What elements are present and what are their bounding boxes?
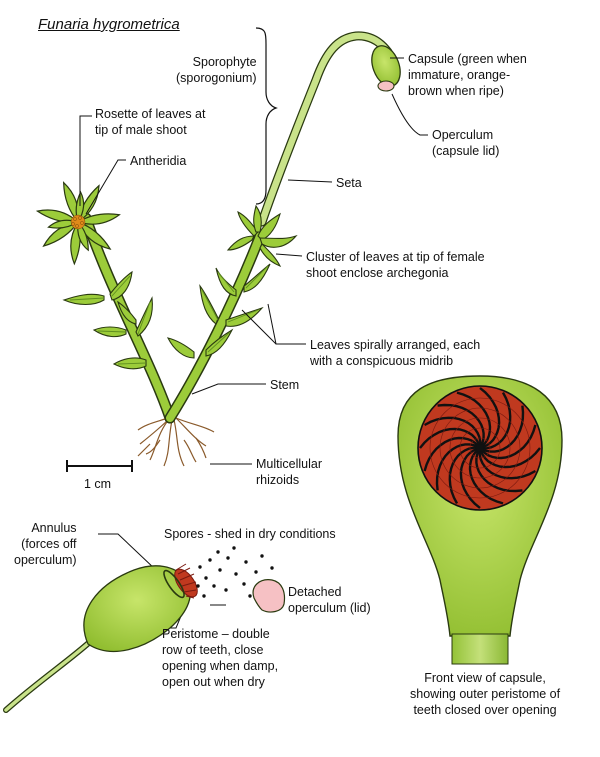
peristome-tooth	[482, 405, 525, 453]
peristome-tooth	[459, 447, 481, 509]
label-front-view: Front view of capsule, showing outer per…	[410, 671, 561, 717]
capsule-side-view	[3, 563, 198, 713]
operculum	[377, 80, 395, 92]
peristome-tooth	[456, 391, 492, 447]
label-annulus: Annulus (forces off operculum)	[14, 521, 77, 567]
peristome-tooth	[435, 443, 478, 491]
label-leaves: Leaves spirally arranged, each with a co…	[310, 338, 481, 368]
male-rosette	[35, 181, 121, 266]
capsule-front-view	[397, 375, 563, 665]
peristome-ring	[429, 397, 531, 499]
rhizoids	[137, 417, 215, 467]
peristome-ring	[469, 437, 491, 459]
label-operculum: Operculum (capsule lid)	[432, 128, 500, 158]
sporophyte-brace	[255, 27, 278, 205]
peristome-tooth	[424, 416, 482, 446]
detached-operculum	[252, 579, 286, 613]
peristome-tooth	[468, 449, 504, 505]
label-spores: Spores - shed in dry conditions	[164, 527, 336, 541]
peristome-ring	[459, 427, 501, 469]
peristome-tooth	[482, 392, 512, 450]
peristome-teeth-front	[419, 387, 541, 509]
label-peristome: Peristome – double row of teeth, close o…	[162, 627, 279, 689]
antheridia	[70, 214, 86, 230]
spores	[196, 546, 274, 598]
annulus	[163, 569, 185, 599]
peristome-tooth	[423, 436, 479, 472]
scale-bar	[66, 460, 133, 472]
peristome-teeth	[174, 563, 198, 599]
peristome-tooth	[478, 450, 536, 480]
peristome-tooth	[479, 387, 501, 449]
peristome-tooth	[475, 450, 523, 493]
peristome-tooth	[437, 403, 485, 446]
label-cluster: Cluster of leaves at tip of female shoot…	[306, 250, 485, 280]
peristome-ring	[439, 407, 521, 489]
peristome-tooth	[481, 424, 537, 460]
female-cluster	[226, 204, 298, 268]
peristome-tooth	[448, 446, 478, 504]
leader-lines	[79, 57, 428, 629]
label-seta: Seta	[336, 176, 362, 190]
label-rhizoids: Multicellular rhizoids	[256, 457, 322, 487]
label-stem: Stem	[270, 378, 300, 392]
label-capsule: Capsule (green when immature, orange- br…	[408, 52, 527, 98]
diagram-title: Funaria hygrometrica	[38, 16, 180, 33]
label-rosette: Rosette of leaves at tip of male shoot	[95, 107, 206, 137]
moss-plant	[35, 31, 401, 467]
label-detached-operculum: Detached operculum (lid)	[288, 585, 371, 615]
label-scale: 1 cm	[84, 477, 112, 491]
label-antheridia: Antheridia	[130, 154, 187, 168]
peristome-ring	[449, 417, 511, 479]
label-sporophyte: Sporophyte (sporogonium)	[176, 55, 257, 85]
peristome-tooth	[479, 447, 541, 469]
peristome-tooth	[419, 427, 481, 449]
